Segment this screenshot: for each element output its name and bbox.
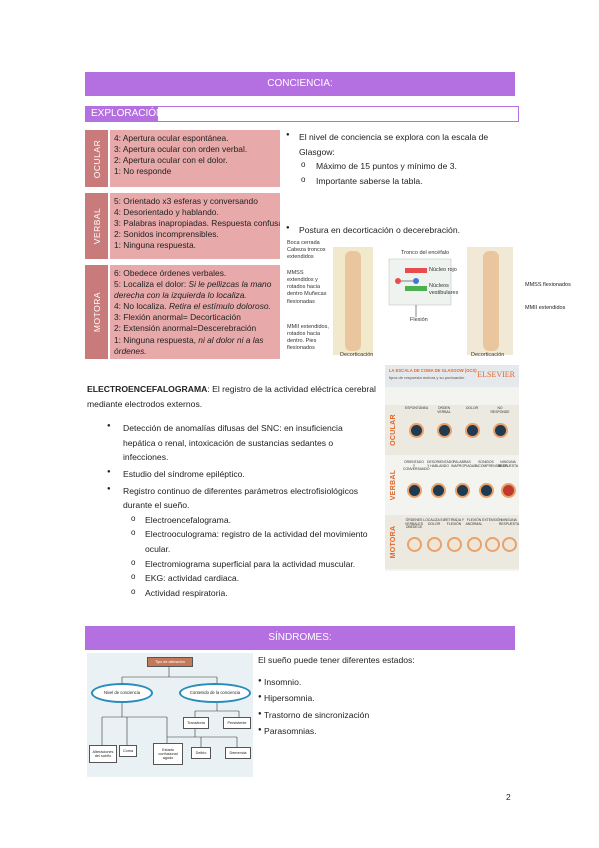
right-label-mmii: MMII extendidos <box>525 305 566 311</box>
node-sueno: Alteraciones del sueño <box>89 745 117 763</box>
subsection-banner-exploracion: EXPLORACIÓN: <box>85 106 519 122</box>
right-label-mmss: MMSS flexionados <box>525 282 571 288</box>
postura-figure: Boca cerrada Cabeza troncos extendidos M… <box>285 237 517 359</box>
node-delirio: Delirio <box>191 747 211 759</box>
glasgow-notes: El nivel de conciencia se explora con la… <box>286 130 518 188</box>
hand-icon <box>502 537 517 552</box>
infographic-verbal: VERBAL ORIENTADO Y CONVERSANDO DESORIENT… <box>385 457 519 513</box>
gcs-verbal-block: VERBAL 5: Orientado x3 esferas y convers… <box>85 193 280 259</box>
node-nivel: Nivel de conciencia <box>91 683 153 703</box>
section-banner-conciencia: CONCIENCIA: <box>85 72 515 96</box>
diagram-connectors <box>101 667 240 747</box>
section-title: CONCIENCIA: <box>267 78 333 89</box>
gcs-ocular-list: 4: Apertura ocular espontánea. 3: Apertu… <box>110 130 280 187</box>
elsevier-logo: ELSEVIER <box>477 370 515 379</box>
hand-icon <box>407 537 422 552</box>
node-root: Tipo de alteración <box>147 657 193 667</box>
page-number: 2 <box>506 792 511 802</box>
eye-closed-icon <box>493 423 508 438</box>
node-demencia: Demencia <box>225 747 251 759</box>
hand-icon <box>427 537 442 552</box>
gcs-side-label: OCULAR <box>85 130 108 187</box>
gcs-side-label: MOTORA <box>85 265 108 359</box>
node-confusional: Estado confusional agudo <box>153 743 183 765</box>
section-title: SÍNDROMES: <box>268 632 332 643</box>
gcs-motora-list: 6: Obedece órdenes verbales. 5: Localiza… <box>110 265 280 359</box>
body-figure-right <box>483 251 499 351</box>
talking-icon <box>407 483 422 498</box>
eeg-title: ELECTROENCEFALOGRAMA <box>87 384 208 394</box>
confused-icon <box>431 483 446 498</box>
gcs-ocular-block: OCULAR 4: Apertura ocular espontánea. 3:… <box>85 130 280 187</box>
eeg-section: ELECTROENCEFALOGRAMA: El registro de la … <box>87 382 377 601</box>
hand-icon <box>485 537 500 552</box>
gcs-side-label: VERBAL <box>85 193 108 259</box>
glasgow-infographic: LA ESCALA DE COMA DE GLASGOW (GCS) tipos… <box>385 365 519 571</box>
no-response-icon <box>501 483 516 498</box>
section-banner-sindromes: SÍNDROMES: <box>85 626 515 650</box>
hand-icon <box>447 537 462 552</box>
eye-pain-icon <box>465 423 480 438</box>
alteration-diagram: Tipo de alteración Nivel de conciencia C… <box>87 653 253 777</box>
node-persistente: Persistente <box>223 717 251 729</box>
words-icon <box>455 483 470 498</box>
postura-note: Postura en decorticación o decerebración… <box>286 223 518 238</box>
eye-verbal-icon <box>437 423 452 438</box>
gcs-motora-block: MOTORA 6: Obedece órdenes verbales. 5: L… <box>85 265 280 359</box>
infographic-motora: MOTORA ÓRDENES VERBALES OBEDECE LOCALIZA… <box>385 515 519 569</box>
sleep-states: El sueño puede tener diferentes estados:… <box>258 655 415 743</box>
infographic-ocular: OCULAR ESPONTÁNEA ORDEN VERBAL DOLOR NO … <box>385 405 519 455</box>
node-coma: Coma <box>119 745 137 757</box>
eye-open-icon <box>409 423 424 438</box>
brainstem-diagram <box>388 258 452 317</box>
gcs-verbal-list: 5: Orientado x3 esferas y conversando 4:… <box>110 193 280 259</box>
body-figure-left <box>345 251 361 351</box>
hand-icon <box>467 537 482 552</box>
node-contenido: Contenido de la conciencia <box>179 683 251 703</box>
sounds-icon <box>479 483 494 498</box>
subsection-title: EXPLORACIÓN: <box>86 107 166 121</box>
node-transitoria: Transitoria <box>183 717 209 729</box>
